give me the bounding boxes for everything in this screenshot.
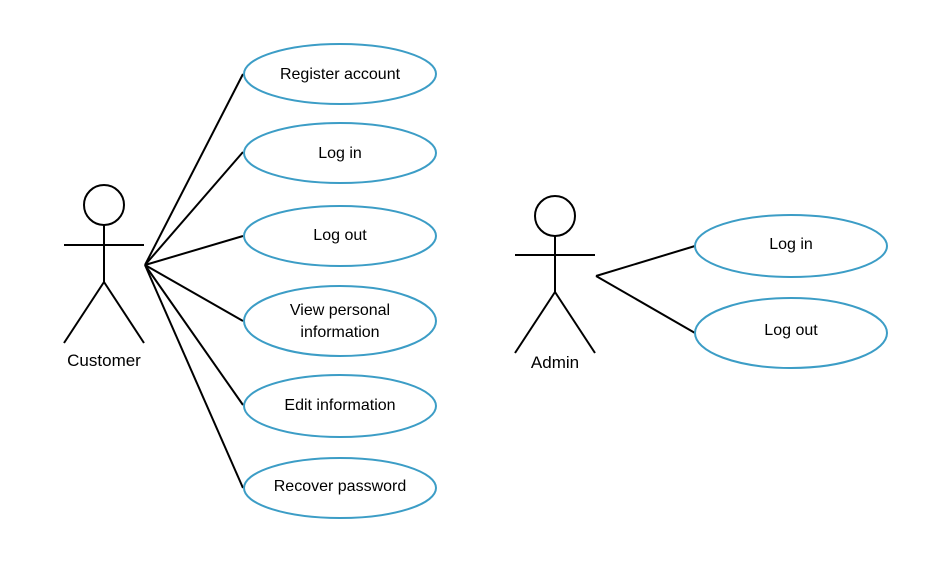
actor-left-leg: [514, 291, 556, 354]
assoc-customer-log-out: [144, 235, 244, 266]
usecase-label: Edit information: [284, 397, 395, 414]
usecase-label: Log in: [769, 236, 813, 253]
usecase-ellipse: [243, 285, 437, 357]
usecase-edit-information[interactable]: Edit information: [243, 374, 437, 438]
assoc-customer-log-in: [144, 151, 244, 266]
usecase-label-line-2: information: [300, 324, 379, 341]
customer-associations: [144, 73, 244, 489]
usecase-log-in[interactable]: Log in: [243, 122, 437, 184]
usecase-admin-log-out[interactable]: Log out: [694, 297, 888, 369]
usecase-view-personal-information[interactable]: View personal information: [243, 285, 437, 357]
usecase-ellipse: [243, 457, 437, 519]
usecase-label: Log out: [764, 322, 818, 339]
actor-label-customer: Customer: [67, 351, 141, 370]
usecase-admin-log-in[interactable]: Log in: [694, 214, 888, 278]
admin-associations: [595, 245, 696, 334]
usecase-ellipse: [243, 374, 437, 438]
usecase-ellipse: [243, 43, 437, 105]
usecase-label: Log out: [313, 227, 367, 244]
actor-label-admin: Admin: [531, 353, 579, 372]
usecase-ellipse: [243, 122, 437, 184]
usecase-label: Log in: [318, 145, 362, 162]
usecase-ellipse: [694, 297, 888, 369]
actor-customer: Customer: [63, 184, 145, 370]
usecase-label-line-1: View personal: [290, 302, 390, 319]
assoc-customer-register-account: [144, 73, 244, 266]
assoc-customer-edit-info: [144, 264, 244, 406]
usecase-label: Register account: [280, 66, 401, 83]
assoc-customer-recover-password: [144, 264, 244, 489]
usecase-register-account[interactable]: Register account: [243, 43, 437, 105]
actor-right-leg: [103, 281, 145, 344]
actor-left-leg: [63, 281, 105, 344]
admin-use-cases: Log in Log out: [694, 214, 888, 369]
actor-head: [534, 195, 576, 237]
customer-use-cases: Register account Log in Log out View per…: [243, 43, 437, 519]
usecase-label: Recover password: [274, 478, 407, 495]
usecase-ellipse: [694, 214, 888, 278]
usecase-ellipse: [243, 205, 437, 267]
actor-admin: Admin: [514, 195, 596, 372]
actor-head: [83, 184, 125, 226]
assoc-admin-log-out: [595, 275, 696, 334]
assoc-admin-log-in: [595, 245, 696, 277]
usecase-log-out[interactable]: Log out: [243, 205, 437, 267]
usecase-recover-password[interactable]: Recover password: [243, 457, 437, 519]
actor-right-leg: [554, 291, 596, 354]
assoc-customer-view-info: [144, 264, 244, 322]
